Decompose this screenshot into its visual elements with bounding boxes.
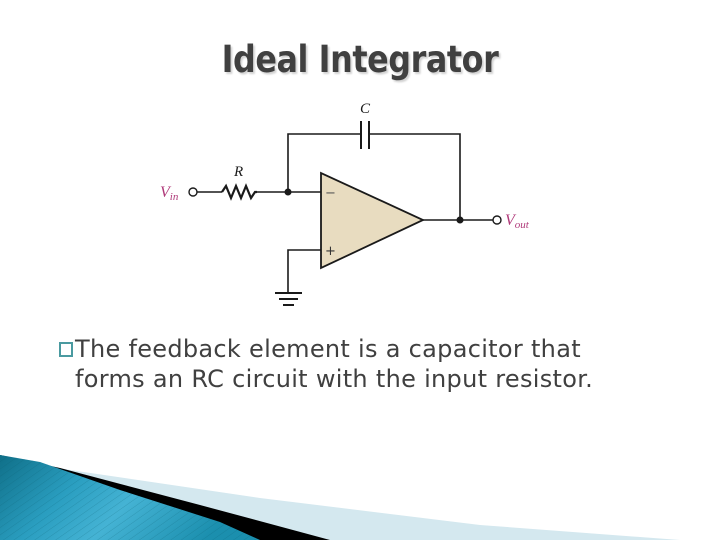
feedback-wire <box>287 133 361 192</box>
bullet-text-line-2: forms an RC circuit with the input resis… <box>75 365 594 393</box>
bullet-box-icon <box>59 342 73 357</box>
ground-icon <box>275 292 302 306</box>
capacitor-label: C <box>360 101 371 117</box>
bullet-list: The feedback element is a capacitor that… <box>58 334 678 394</box>
vin-label: Vin <box>160 184 179 203</box>
junction-dot-output <box>456 216 464 224</box>
resistor-label: R <box>233 164 243 180</box>
junction-dot-input <box>284 188 292 196</box>
output-terminal-icon <box>492 215 502 225</box>
capacitor-icon <box>360 121 370 149</box>
inverting-input-label: − <box>325 186 336 201</box>
op-amp-icon <box>320 171 426 270</box>
input-terminal-icon <box>188 187 198 197</box>
slide-title: Ideal Integrator <box>221 38 499 81</box>
vout-label: Vout <box>505 212 530 231</box>
bullet-text-line-1: The feedback element is a capacitor that <box>75 335 581 363</box>
resistor-icon <box>221 183 257 201</box>
bullet-item: The feedback element is a capacitor that <box>58 334 678 364</box>
non-inverting-input-label: + <box>325 244 336 259</box>
bullet-item-continuation: forms an RC circuit with the input resis… <box>58 364 678 394</box>
